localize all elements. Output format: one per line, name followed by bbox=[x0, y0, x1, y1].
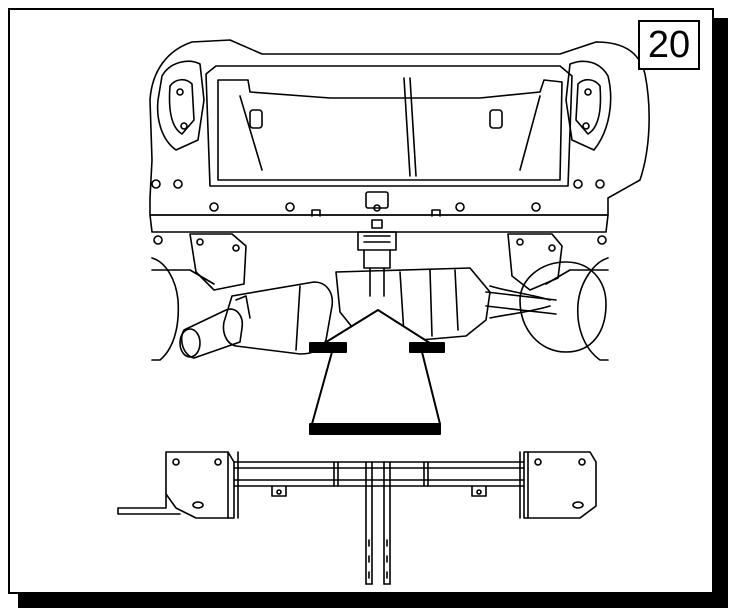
crossmember-hole-4 bbox=[531, 202, 541, 212]
left-mount-bolt bbox=[196, 238, 204, 246]
right-end-plate bbox=[523, 451, 597, 519]
trunk-left-latch bbox=[249, 109, 263, 129]
tailpipe-hanger bbox=[235, 295, 251, 319]
right-mount-plate bbox=[507, 233, 563, 291]
left-wheel bbox=[151, 257, 180, 361]
tank-ribs bbox=[399, 269, 459, 337]
right-marker-1 bbox=[573, 179, 583, 189]
left-tail-light bbox=[156, 60, 205, 151]
trunk-left-wall bbox=[239, 95, 263, 171]
right-tail-light bbox=[565, 60, 612, 151]
right-mount-bolt-2 bbox=[548, 244, 556, 252]
right-plate-hole-2 bbox=[578, 458, 586, 466]
left-plate-slot bbox=[192, 501, 204, 509]
left-frame-hole bbox=[153, 235, 163, 245]
right-light-bolt bbox=[584, 88, 592, 96]
right-mount-bolt bbox=[516, 238, 524, 246]
cross-bar-top bbox=[233, 461, 525, 469]
center-arm-right bbox=[383, 461, 391, 585]
crossmember-slot-right bbox=[431, 209, 441, 217]
left-mount-bolt-2 bbox=[232, 244, 240, 252]
trunk-opening bbox=[205, 65, 573, 187]
left-bent-tab bbox=[117, 493, 181, 515]
left-plate-edge bbox=[227, 451, 239, 519]
left-light-bolt-2 bbox=[180, 122, 188, 130]
trunk-floor bbox=[217, 79, 563, 181]
left-end-plate bbox=[165, 451, 235, 519]
bar-tab-hole-2 bbox=[476, 489, 482, 495]
trunk-divider bbox=[403, 77, 417, 177]
right-wheel-rim bbox=[519, 261, 607, 353]
rear-crossmember bbox=[149, 214, 609, 233]
left-plate-hole-1 bbox=[172, 458, 180, 466]
right-wheel bbox=[576, 257, 609, 361]
bar-tab-1 bbox=[271, 485, 287, 497]
muffler-seam bbox=[295, 285, 301, 351]
underbody-tank bbox=[335, 267, 491, 341]
left-fender-line bbox=[151, 269, 215, 285]
crossmember-slot-left bbox=[311, 209, 321, 217]
crossmember-hole-1 bbox=[209, 202, 219, 212]
trunk-right-latch bbox=[489, 109, 503, 129]
cross-bar-dividers bbox=[333, 461, 429, 487]
trunk-right-wall bbox=[519, 95, 541, 171]
vehicle-rear bbox=[149, 39, 650, 361]
left-marker-1 bbox=[151, 179, 161, 189]
left-plate-hole-2 bbox=[214, 458, 222, 466]
right-light-bolt-2 bbox=[582, 122, 590, 130]
exhaust-tailpipe bbox=[180, 308, 244, 359]
right-plate-hole-1 bbox=[534, 458, 542, 466]
right-plate-slot bbox=[572, 501, 584, 509]
left-tail-light-inner bbox=[168, 78, 195, 135]
crossmember-hole-3 bbox=[455, 202, 465, 212]
step-number-badge: 20 bbox=[638, 20, 700, 70]
center-arm-left bbox=[365, 461, 373, 585]
left-light-bolt bbox=[176, 88, 184, 96]
tailpipe-end bbox=[179, 328, 201, 358]
crossmember-hole-2 bbox=[285, 202, 295, 212]
left-mount-plate bbox=[189, 233, 247, 291]
tow-eye-bracket bbox=[357, 191, 397, 297]
right-marker-2 bbox=[595, 179, 605, 189]
left-marker-2 bbox=[173, 179, 183, 189]
up-arrow-icon bbox=[309, 309, 445, 435]
cross-bar-bottom bbox=[233, 479, 525, 487]
bar-tab-hole-1 bbox=[276, 489, 282, 495]
tow-bar-bracket bbox=[117, 451, 597, 585]
bar-tab-2 bbox=[471, 485, 487, 497]
right-fender-line bbox=[545, 269, 609, 285]
right-plate-edge bbox=[519, 451, 529, 519]
right-tail-light-inner bbox=[575, 78, 602, 135]
right-frame-hole bbox=[597, 235, 607, 245]
center-arm-holes bbox=[368, 539, 388, 579]
